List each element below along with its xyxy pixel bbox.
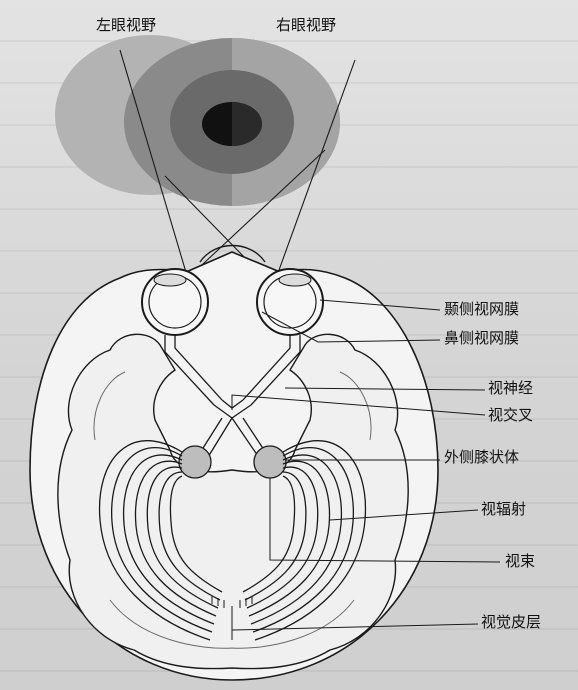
right-lgn xyxy=(254,446,286,478)
right-eye xyxy=(257,269,323,335)
left-eye xyxy=(142,269,208,335)
label-nasal-retina: 鼻侧视网膜 xyxy=(444,327,519,348)
label-optic-chiasm: 视交叉 xyxy=(488,404,533,425)
visual-field xyxy=(55,35,340,206)
label-temporal-retina: 颞侧视网膜 xyxy=(444,298,519,319)
label-optic-radiation: 视辐射 xyxy=(481,498,526,519)
left-eye-field-title: 左眼视野 xyxy=(96,14,156,35)
right-eye-field-title: 右眼视野 xyxy=(276,14,336,35)
label-optic-nerve: 视神经 xyxy=(488,377,533,398)
label-visual-cortex: 视觉皮层 xyxy=(481,611,541,632)
left-lgn xyxy=(179,446,211,478)
label-lateral-geniculate: 外侧膝状体 xyxy=(444,446,519,467)
label-optic-tract: 视束 xyxy=(505,550,535,571)
